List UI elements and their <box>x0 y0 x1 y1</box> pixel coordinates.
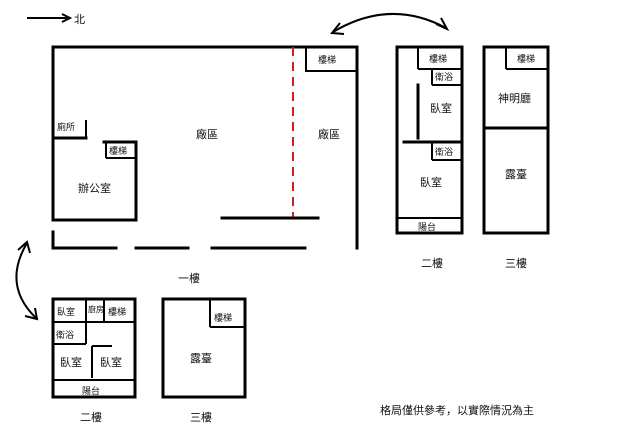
bldgB-f2-outer-wall <box>51 297 137 399</box>
floor1-factory-right-label: 廠區 <box>318 127 340 141</box>
bldgA-f3-terrace-label: 露臺 <box>505 167 527 181</box>
floor1-factory-main-label: 廠區 <box>196 127 218 141</box>
left-curved-arrow-head-top-icon <box>17 240 31 254</box>
left-curved-arrow <box>15 242 37 319</box>
bldgB-f3-caption: 三樓 <box>190 410 212 424</box>
floor1-office-stairs-label: 樓梯 <box>109 145 127 157</box>
disclaimer-note: 格局僅供參考，以實際情況為主 <box>380 403 534 417</box>
bldgB-f2-stairs-label: 樓梯 <box>108 306 126 318</box>
bldgB-floor3-plan: 樓梯 露臺 三樓 <box>161 297 247 424</box>
bldgA-f3-stairs-label: 樓梯 <box>517 53 535 65</box>
bldgA-f2-bath-mid-label: 衛浴 <box>435 146 453 158</box>
floor1-office-label: 辦公室 <box>78 181 111 195</box>
left-curved-arrow-head-bottom-icon <box>24 307 39 321</box>
floor1-plan: 樓梯 廁所 樓梯 辦公室 廠區 廠區 一樓 <box>51 45 359 285</box>
north-indicator: 北 <box>27 13 85 26</box>
bldgB-f2-kitchen-label: 廚房 <box>88 304 104 314</box>
north-arrow-icon <box>61 13 73 23</box>
bldgA-floor3-plan: 樓梯 神明廳 露臺 三樓 <box>482 45 550 270</box>
floor1-office-wall <box>51 136 138 222</box>
top-curved-arrow-head-right-icon <box>435 17 450 32</box>
floor1-outer-wall <box>51 45 359 250</box>
bldgB-f2-bath-label: 衛浴 <box>56 329 74 341</box>
floor1-stairs-right-label: 樓梯 <box>318 54 336 66</box>
bldgA-f2-balcony-label: 陽台 <box>418 221 436 233</box>
bldgA-f2-bedroom-bottom-label: 臥室 <box>420 175 442 189</box>
floor1-stairs-box <box>305 46 358 72</box>
bldgA-f2-bath-top-label: 衛浴 <box>435 71 453 83</box>
top-curved-arrow-head-left-icon <box>330 22 345 35</box>
bldgB-f3-stairs-label: 樓梯 <box>214 312 232 324</box>
bldgA-f3-caption: 三樓 <box>505 256 527 270</box>
bldgB-f2-caption: 二樓 <box>80 410 102 424</box>
bldgA-f2-caption: 二樓 <box>421 256 443 270</box>
bldgA-f2-stairs-label: 樓梯 <box>429 53 447 65</box>
bldgB-f2-bedroom-right-label: 臥室 <box>100 355 122 369</box>
bldgA-f2-outer-wall <box>395 45 464 235</box>
bldgA-f3-outer-wall <box>482 45 550 235</box>
bldgB-f2-bedroom-top-label: 臥室 <box>57 306 75 318</box>
bldgB-f2-bedroom-left-label: 臥室 <box>60 355 82 369</box>
bldgB-floor2-plan: 臥室 廚房 樓梯 衛浴 臥室 臥室 陽台 二樓 <box>51 297 137 424</box>
bldgB-f2-balcony-label: 陽台 <box>82 385 100 397</box>
floor1-caption: 一樓 <box>178 271 200 285</box>
bldgA-f3-shrine-label: 神明廳 <box>498 91 531 105</box>
bldgA-f2-bedroom-top-label: 臥室 <box>430 101 452 115</box>
north-label: 北 <box>74 13 85 26</box>
floor1-toilet-label: 廁所 <box>57 121 75 133</box>
bldgB-f3-outer-wall <box>161 297 247 399</box>
bldgA-floor2-plan: 樓梯 衛浴 臥室 衛浴 臥室 陽台 二樓 <box>395 45 464 270</box>
top-curved-arrow <box>332 13 447 33</box>
bldgB-f3-terrace-label: 露臺 <box>190 351 212 365</box>
